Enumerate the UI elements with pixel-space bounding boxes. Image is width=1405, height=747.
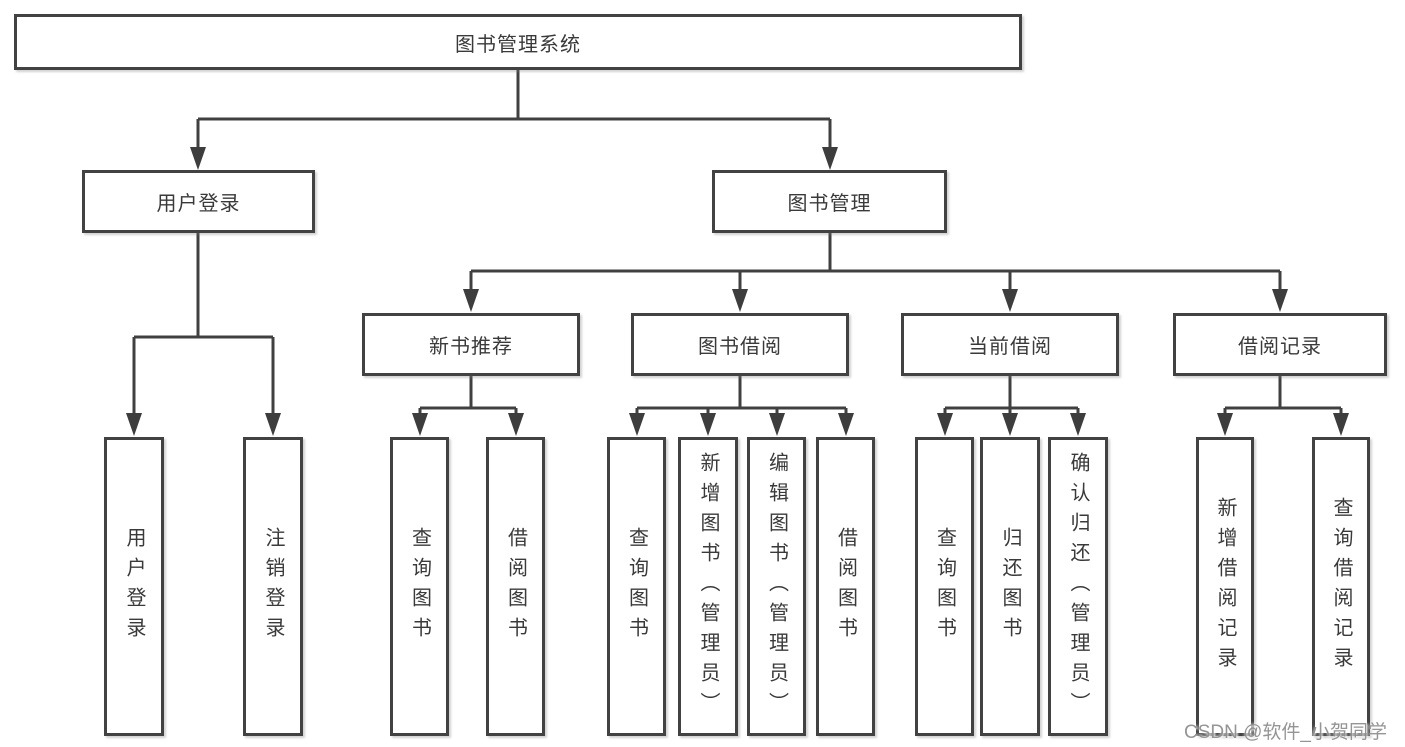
leaf-borrow-book-1: 借阅图书 [486,437,545,736]
leaf-edit-book-admin: 编辑图书（管理员） [747,437,806,736]
node-book-borrowing: 图书借阅 [631,313,849,376]
leaf-logout: 注销登录 [243,437,303,736]
node-new-book-recommend-label: 新书推荐 [429,336,513,358]
connector-book-mgmt-children [463,233,1288,312]
arrow-down-icon [629,413,645,436]
leaf-query-book-2: 查询图书 [607,437,666,736]
leaf-query-borrow-record-label: 查询借阅记录 [1330,496,1352,677]
connector-borrow-record-children [1217,376,1349,436]
node-book-borrowing-label: 图书借阅 [698,336,782,358]
leaf-query-book-1: 查询图书 [390,437,449,736]
arrow-down-icon [508,413,524,436]
arrow-down-icon [838,413,854,436]
leaf-borrow-book-2-label: 借阅图书 [834,526,857,647]
leaf-user-login-label: 用户登录 [123,526,145,647]
leaf-query-book-1-label: 查询图书 [408,526,431,647]
leaf-borrow-book-1-label: 借阅图书 [504,526,527,647]
arrow-down-icon [1002,289,1018,312]
arrow-down-icon [1002,413,1018,436]
node-borrowing-records-label: 借阅记录 [1238,336,1322,358]
arrow-down-icon [126,413,142,436]
arrow-down-icon [1070,413,1086,436]
arrow-down-icon [769,413,785,436]
csdn-watermark: CSDN @软件_小贺同学 [1184,722,1387,743]
node-user-login-label: 用户登录 [156,193,241,215]
node-new-book-recommend: 新书推荐 [362,313,580,376]
leaf-return-book: 归还图书 [980,437,1040,736]
node-current-borrowing: 当前借阅 [901,313,1119,376]
leaf-borrow-book-2: 借阅图书 [816,437,875,736]
node-user-login: 用户登录 [82,170,315,233]
leaf-confirm-return-admin-label: 确认归还（管理员） [1067,451,1089,722]
leaf-add-book-admin: 新增图书（管理员） [678,437,738,736]
node-root-label: 图书管理系统 [455,33,581,56]
arrow-down-icon [1217,413,1233,436]
leaf-query-book-3-label: 查询图书 [933,526,956,647]
leaf-query-book-2-label: 查询图书 [625,526,648,647]
leaf-add-borrow-record: 新增借阅记录 [1196,437,1254,736]
arrow-down-icon [1333,413,1349,436]
leaf-user-login: 用户登录 [104,437,164,736]
arrow-down-icon [190,147,206,170]
node-book-management-label: 图书管理 [787,193,872,215]
connector-current-borrow-children [937,376,1086,436]
leaf-query-book-3: 查询图书 [915,437,974,736]
leaf-return-book-label: 归还图书 [999,526,1021,647]
arrow-down-icon [822,147,838,170]
arrow-down-icon [937,413,953,436]
node-borrowing-records: 借阅记录 [1173,313,1387,376]
leaf-confirm-return-admin: 确认归还（管理员） [1048,437,1108,736]
connector-user-login-children [126,233,281,436]
node-current-borrowing-label: 当前借阅 [968,336,1052,358]
arrow-down-icon [463,289,479,312]
connector-book-borrow-children [629,376,854,436]
leaf-edit-book-admin-label: 编辑图书（管理员） [765,451,788,722]
leaf-add-book-admin-label: 新增图书（管理员） [697,451,719,722]
leaf-query-borrow-record: 查询借阅记录 [1312,437,1370,736]
arrow-down-icon [265,413,281,436]
connector-root-to-level2 [190,70,838,170]
arrow-down-icon [1272,289,1288,312]
arrow-down-icon [412,413,428,436]
leaf-add-borrow-record-label: 新增借阅记录 [1214,496,1236,677]
node-book-management: 图书管理 [712,170,947,233]
arrow-down-icon [700,413,716,436]
connector-new-book-children [412,376,524,436]
arrow-down-icon [732,289,748,312]
node-root: 图书管理系统 [14,14,1022,70]
leaf-logout-label: 注销登录 [262,526,284,647]
